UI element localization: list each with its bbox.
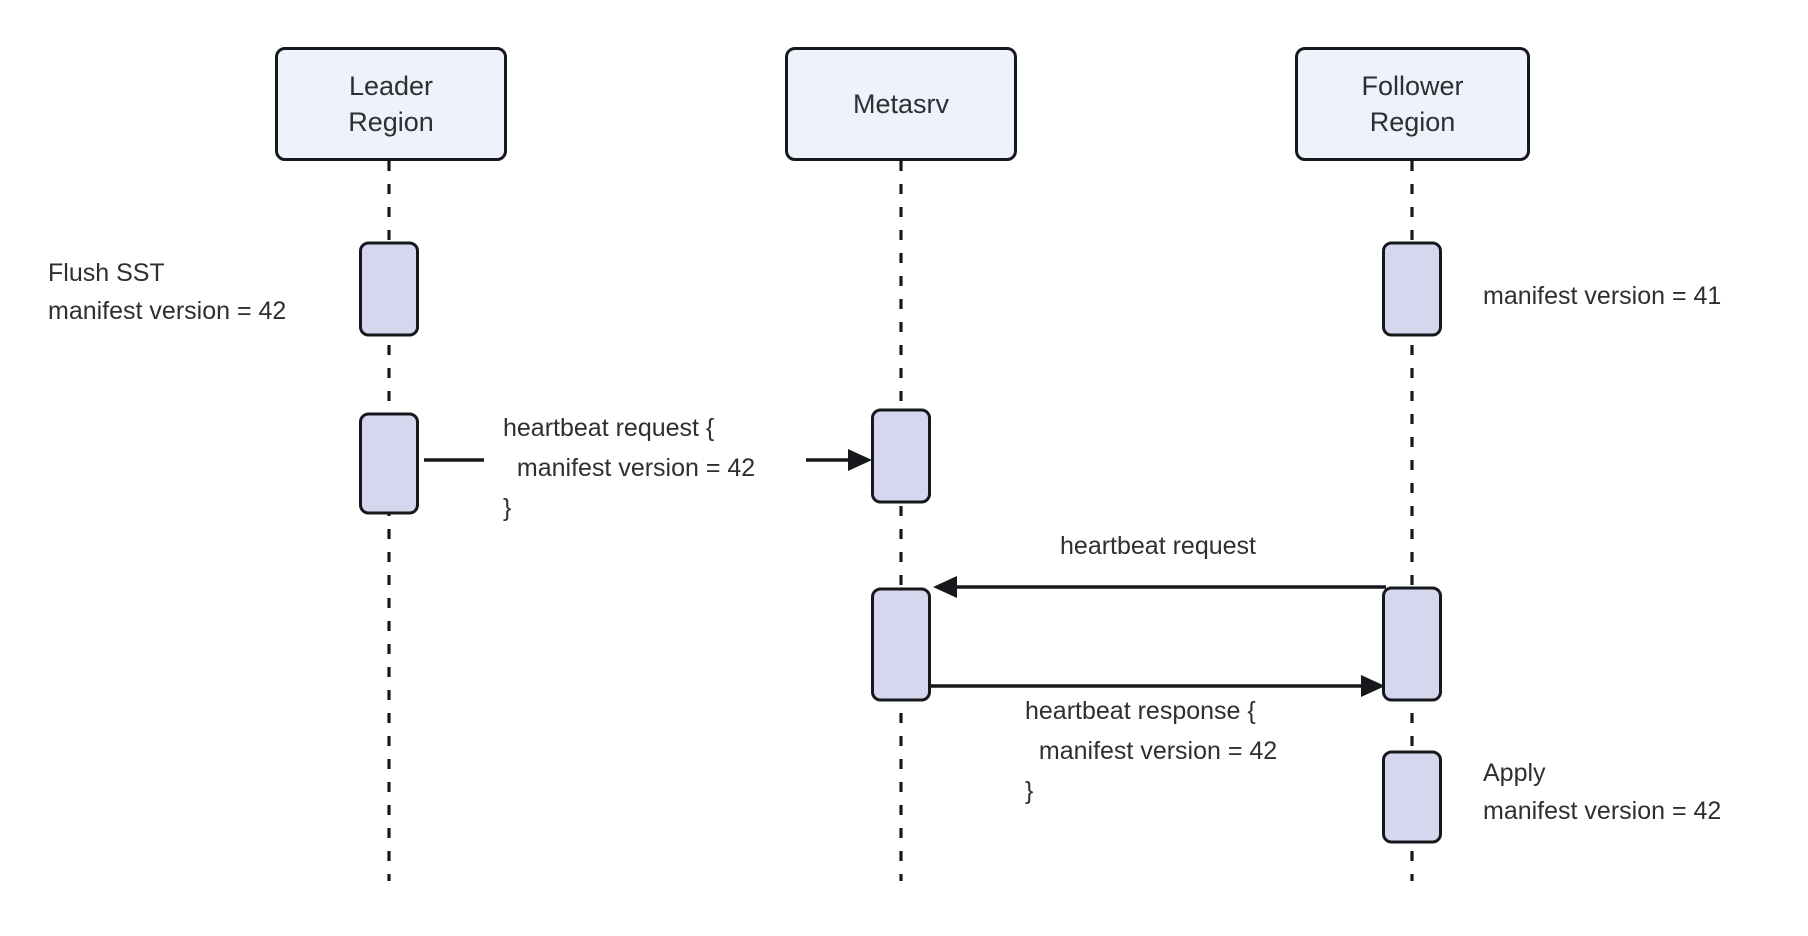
- arrow-metasrv-to-follower-head: [1361, 675, 1385, 697]
- participant-follower-region: Follower Region: [1295, 47, 1530, 161]
- note-leader-flush-sst: Flush SST manifest version = 42: [48, 259, 287, 325]
- activation-follower-apply: [1382, 750, 1442, 844]
- message-label-heartbeat-request: heartbeat request: [1060, 532, 1256, 560]
- participant-metasrv: Metasrv: [785, 47, 1017, 161]
- note-follower-manifest-41: manifest version = 41: [1483, 282, 1722, 310]
- activation-follower-heartbeat: [1382, 586, 1442, 702]
- activation-follower-v41: [1382, 241, 1442, 337]
- participant-leader-region: Leader Region: [275, 47, 507, 161]
- message-label-heartbeat-response: heartbeat response { manifest version = …: [1025, 697, 1278, 805]
- arrow-leader-to-metasrv-head: [848, 449, 872, 471]
- activation-leader-heartbeat: [359, 412, 419, 515]
- message-label-heartbeat-request-42: heartbeat request { manifest version = 4…: [503, 414, 756, 522]
- activation-metasrv-receive: [871, 408, 931, 504]
- note-follower-apply: Apply manifest version = 42: [1483, 759, 1722, 825]
- arrow-follower-to-metasrv-head: [933, 576, 957, 598]
- activation-metasrv-respond: [871, 587, 931, 702]
- activation-leader-flush: [359, 241, 419, 337]
